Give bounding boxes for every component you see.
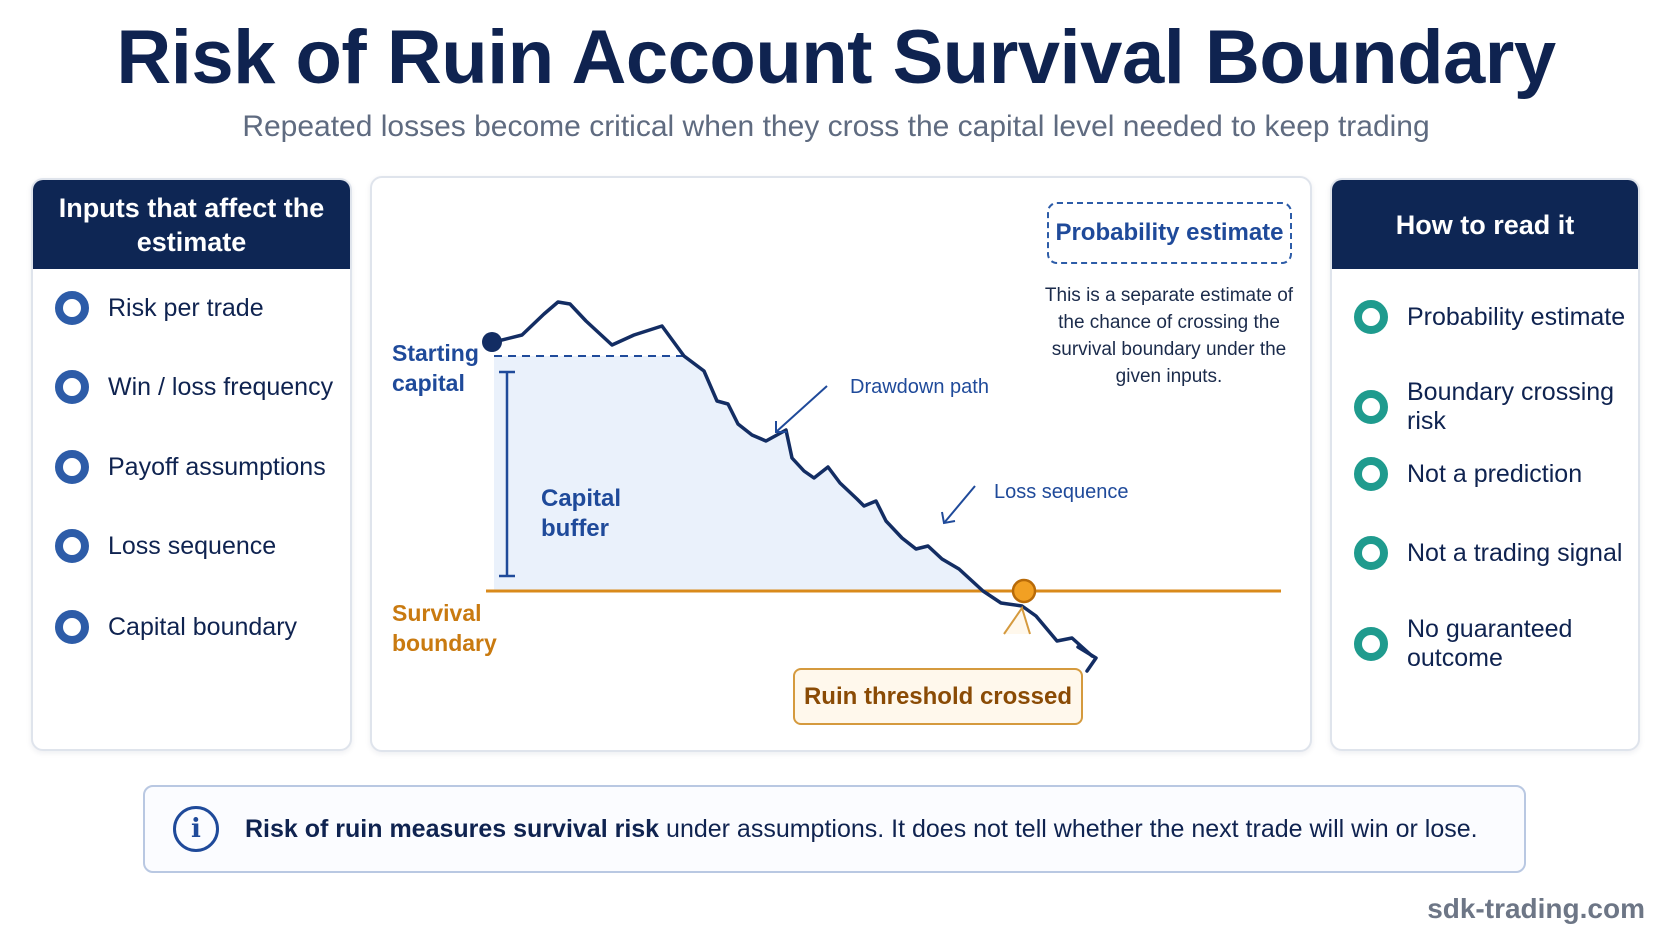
- list-item-label: Payoff assumptions: [108, 452, 326, 481]
- list-item: Probability estimate: [1354, 300, 1625, 334]
- drawdown-path-label: Drawdown path: [850, 376, 989, 398]
- info-icon: i: [173, 806, 219, 852]
- inputs-panel-header: Inputs that affect the estimate: [33, 180, 350, 269]
- footer-url[interactable]: sdk-trading.com: [1427, 893, 1645, 924]
- ring-bullet-icon: [1354, 627, 1388, 661]
- list-item-label: Not a trading signal: [1407, 538, 1623, 567]
- list-item: Not a trading signal: [1354, 536, 1622, 570]
- list-item: Not a prediction: [1354, 457, 1582, 491]
- ruin-point: [1011, 578, 1037, 604]
- ring-bullet-icon: [55, 370, 89, 404]
- drawdown-pointer-arrow: [775, 385, 828, 433]
- ruin-threshold-callout: Ruin threshold crossed: [793, 668, 1083, 725]
- list-item-label: No guaranteed outcome: [1407, 615, 1573, 672]
- survival-boundary-label: Survival boundary: [392, 600, 497, 656]
- list-item: Risk per trade: [55, 291, 264, 325]
- ring-bullet-icon: [55, 291, 89, 325]
- probability-note: This is a separate estimate of the chanc…: [1044, 285, 1294, 387]
- diagram-panel: Probability estimate This is a separate …: [370, 176, 1312, 752]
- inputs-panel: Inputs that affect the estimate Risk per…: [31, 178, 352, 751]
- loss-sequence-label: Loss sequence: [994, 481, 1129, 503]
- list-item-label: Loss sequence: [108, 531, 277, 560]
- loss-sequence-pointer-arrow: [941, 485, 976, 525]
- ring-bullet-icon: [1354, 536, 1388, 570]
- ring-bullet-icon: [1354, 300, 1388, 334]
- list-item-label: Win / loss frequency: [108, 372, 334, 401]
- list-item-label: Capital boundary: [108, 612, 298, 641]
- page-subtitle: Repeated losses become critical when the…: [242, 110, 1430, 143]
- how-to-read-panel: How to read it Probability estimate Boun…: [1330, 178, 1640, 751]
- ring-bullet-icon: [55, 529, 89, 563]
- list-item: Capital boundary: [55, 610, 297, 644]
- list-item: No guaranteed outcome: [1354, 615, 1638, 673]
- starting-capital-point: [482, 332, 502, 352]
- list-item: Payoff assumptions: [55, 450, 326, 484]
- list-item-label: Probability estimate: [1407, 302, 1626, 331]
- how-to-read-header: How to read it: [1332, 180, 1638, 269]
- list-item: Win / loss frequency: [55, 370, 333, 404]
- ring-bullet-icon: [55, 450, 89, 484]
- list-item-label: Risk per trade: [108, 293, 264, 322]
- page-title: Risk of Ruin Account Survival Boundary: [116, 15, 1556, 100]
- drawdown-diagram: [482, 300, 1281, 673]
- arrow-head-icon: [1076, 645, 1098, 673]
- ring-bullet-icon: [1354, 457, 1388, 491]
- info-text-rest: under assumptions. It does not tell whet…: [659, 814, 1478, 843]
- info-text: Risk of ruin measures survival risk unde…: [245, 815, 1478, 844]
- probability-estimate-box: Probability estimate: [1047, 202, 1292, 264]
- ring-bullet-icon: [55, 610, 89, 644]
- capital-buffer-area: [494, 356, 983, 591]
- ruin-callout-tail: [1003, 605, 1031, 635]
- list-item: Boundary crossing risk: [1354, 378, 1638, 436]
- info-banner: i Risk of ruin measures survival risk un…: [143, 785, 1526, 873]
- list-item: Loss sequence: [55, 529, 276, 563]
- list-item-label: Not a prediction: [1407, 459, 1583, 488]
- ring-bullet-icon: [1354, 390, 1388, 424]
- list-item-label: Boundary crossing risk: [1407, 378, 1615, 435]
- info-text-strong: Risk of ruin measures survival risk: [245, 814, 660, 843]
- drawdown-path-line: [492, 300, 1094, 658]
- capital-buffer-label: Capital buffer: [541, 485, 622, 542]
- capital-buffer-bracket: [499, 370, 515, 578]
- starting-capital-label: Starting capital: [392, 340, 479, 396]
